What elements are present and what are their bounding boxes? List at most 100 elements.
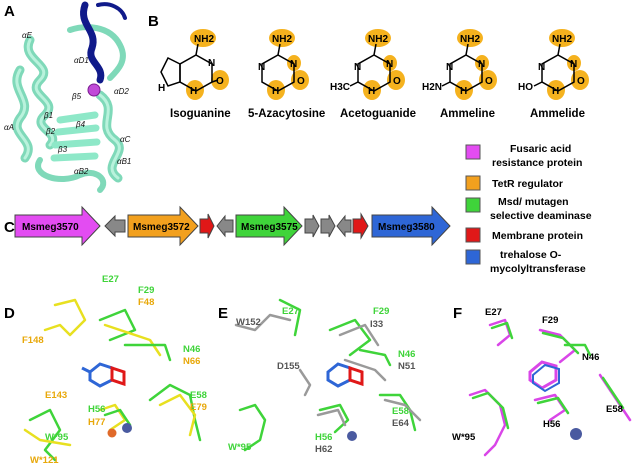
residue-label: D155: [277, 361, 300, 372]
residue-label: N46: [398, 349, 415, 360]
atom-label: H: [368, 86, 375, 97]
residue-label: F29: [373, 306, 389, 317]
residue-label: E27: [282, 306, 299, 317]
atom-label: NH2: [368, 34, 388, 45]
residue-label: F29: [542, 315, 558, 326]
atom-label: N: [354, 62, 361, 73]
legend-label: Fusaric acid: [510, 143, 571, 155]
panel-c-label: C: [4, 219, 15, 236]
gene-label: Msmeg3580: [378, 222, 435, 233]
gene-arrow-msmeg3572: [127, 205, 199, 247]
ss-label: αC: [120, 135, 131, 144]
legend-swatch: [465, 175, 481, 191]
metal-ion: [107, 428, 117, 438]
atom-label: NH2: [194, 34, 214, 45]
atom-label: H: [158, 83, 165, 94]
atom-label: H: [272, 86, 279, 97]
molecule-name: Isoguanine: [170, 108, 231, 120]
atom-label: N: [478, 59, 485, 70]
panel-d: D E27 F29 F48 F148 N46 N66 E143 H56 H77: [4, 274, 207, 466]
ligand: [528, 360, 560, 393]
residue-label: N46: [183, 344, 200, 355]
ligand: [326, 362, 364, 388]
residue-label: E143: [45, 390, 67, 401]
gene-arrow-membrane: [352, 212, 369, 240]
residue-sticks: [468, 318, 632, 457]
panel-a: A αE αD1 αD2 β5 β1 β2 β4 β3 αA αC αB1 αB…: [4, 1, 131, 193]
residue-label: W152: [236, 317, 261, 328]
metal-ion: [87, 83, 101, 97]
legend-label: Msd/ mutagen: [498, 196, 569, 208]
protein-ribbon: [12, 1, 127, 193]
atom-label: H: [460, 86, 467, 97]
metal-ion: [570, 428, 582, 440]
residue-label: E27: [485, 307, 502, 318]
legend-swatch: [465, 144, 481, 160]
gene-arrow-msmeg3580: [371, 205, 451, 247]
atom-label: O: [393, 76, 401, 87]
gene-arrow-grey: [104, 214, 126, 238]
panel-a-label: A: [4, 3, 15, 20]
atom-label: O: [216, 76, 224, 87]
residue-label: E58: [392, 406, 409, 417]
panel-e: E W152 E27 F29 I33 N46 N51 D155 E58 E64: [218, 298, 422, 455]
atom-label: N: [538, 62, 545, 73]
gene-arrow-grey: [304, 214, 320, 238]
molecule-acetoguanide: NH2 N N H O H3C Acetoguanide: [330, 29, 416, 120]
metal-ion: [122, 423, 132, 433]
residue-label: N66: [183, 356, 200, 367]
gene-arrow-msmeg3570: [14, 205, 101, 247]
legend-label: TetR regulator: [492, 178, 563, 190]
residue-label: E58: [190, 390, 207, 401]
legend-label: selective deaminase: [490, 210, 592, 222]
panel-d-label: D: [4, 305, 15, 322]
legend-swatch: [465, 227, 481, 243]
legend-label: resistance protein: [492, 157, 582, 169]
residue-label: W*95: [228, 442, 252, 453]
atom-label: H: [190, 86, 197, 97]
metal-ion: [347, 431, 357, 441]
panel-b-label: B: [148, 13, 159, 30]
legend-label: trehalose O-: [500, 249, 562, 261]
ss-label: β4: [75, 120, 86, 129]
legend-label: mycolyltransferase: [490, 263, 586, 275]
panel-b: B NH2 H O N H Isoguanine NH2 N: [148, 13, 589, 120]
panel-f: F E27 F29 N46 E58 H56 W*95: [452, 305, 632, 457]
molecule-name: Ammelide: [530, 108, 585, 120]
atom-label: O: [485, 76, 493, 87]
residue-label: H56: [543, 419, 560, 430]
gene-legend: Fusaric acid resistance protein TetR reg…: [465, 143, 592, 275]
ss-label: αE: [22, 31, 33, 40]
residue-label: E64: [392, 418, 410, 429]
legend-swatch: [465, 197, 481, 213]
ss-label: β1: [43, 111, 53, 120]
residue-label: E58: [606, 404, 623, 415]
residue-label: E27: [102, 274, 119, 285]
molecule-ammelide: NH2 N N H O HO Ammelide: [518, 29, 589, 120]
atom-label: NH2: [460, 34, 480, 45]
atom-label: O: [297, 76, 305, 87]
atom-label: N: [290, 59, 297, 70]
residue-sticks: [23, 298, 202, 462]
atom-label: NH2: [552, 34, 572, 45]
legend-swatch: [465, 249, 481, 265]
residue-label: N51: [398, 361, 416, 372]
residue-label: F48: [138, 297, 154, 308]
molecule-ammeline: NH2 N N H O H2N Ammeline: [422, 29, 497, 120]
gene-arrow-grey: [320, 214, 336, 238]
residue-label: W*95: [45, 432, 69, 443]
atom-label: HO: [518, 82, 533, 93]
molecule-5-azacytosine: NH2 N N H O 5-Azacytosine: [248, 29, 325, 120]
ligand: [81, 362, 126, 388]
gene-arrow-grey: [216, 214, 234, 238]
gene-label: Msmeg3570: [22, 222, 79, 233]
atom-label: O: [577, 76, 585, 87]
gene-label: Msmeg3575: [241, 222, 298, 233]
ss-label: αB2: [74, 167, 89, 176]
residue-label: W*121: [30, 455, 59, 466]
atom-label: H3C: [330, 82, 350, 93]
ss-label: αA: [4, 123, 14, 132]
atom-label: N: [208, 58, 215, 69]
residue-label: E79: [190, 402, 207, 413]
